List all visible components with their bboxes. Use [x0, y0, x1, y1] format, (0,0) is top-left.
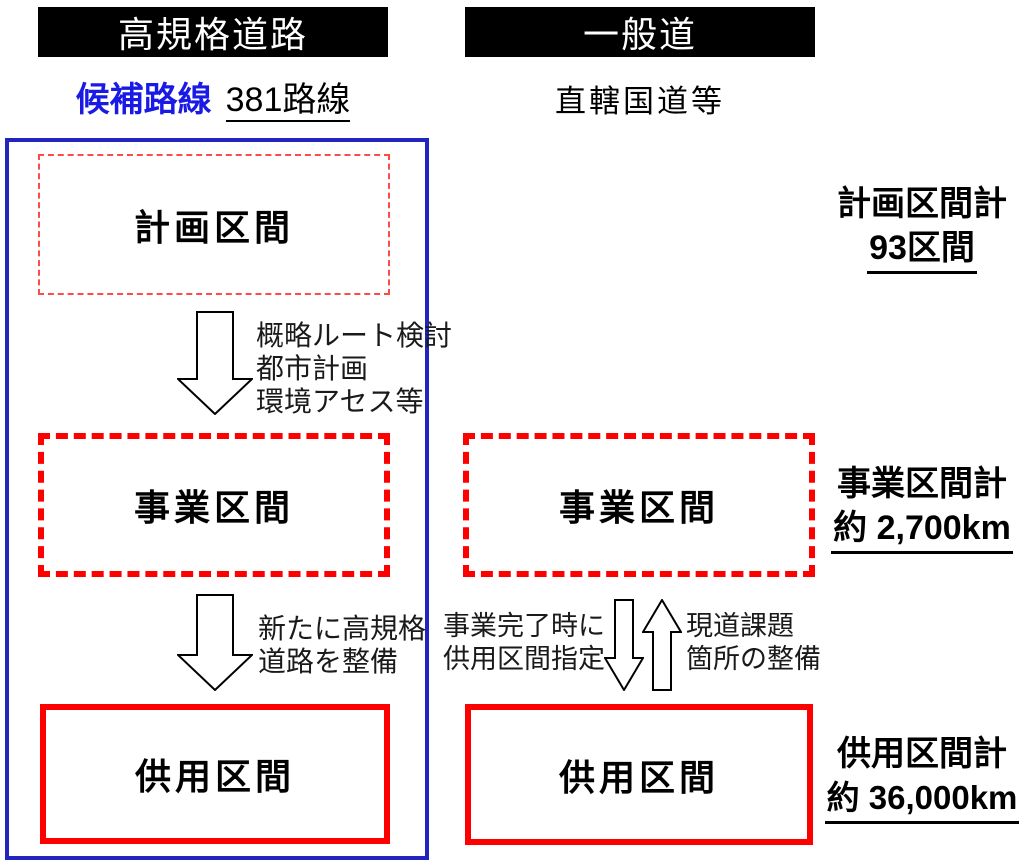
business-total-value: 約 2,700km [831, 508, 1013, 554]
business-section-label-middle: 事業区間 [558, 487, 719, 528]
service-section-box-left: 供用区間 [40, 704, 390, 844]
down-arrow-caption-line1: 事業完了時に [443, 611, 605, 641]
service-total-label: 供用区間計 [837, 735, 1007, 773]
header-general-road: 一般道 [465, 7, 815, 57]
up-arrow-caption: 現道課題 箇所の整備 [686, 610, 821, 676]
business-total: 事業区間計 約 2,700km [822, 464, 1022, 554]
arrow2-caption-line2: 道路を整備 [258, 647, 399, 678]
arrow1-caption-line2: 都市計画 [256, 354, 369, 385]
service-section-box-middle: 供用区間 [465, 704, 813, 845]
plan-total-label: 計画区間計 [837, 185, 1007, 223]
plan-section-box: 計画区間 [38, 154, 390, 295]
header-general-road-label: 一般道 [582, 14, 697, 55]
candidate-routes-line: 候補路線 381路線 [38, 72, 388, 122]
arrow2-caption-line1: 新たに高規格 [258, 614, 427, 645]
arrow1-caption-line1: 概略ルート検討 [256, 321, 453, 352]
arrow1-caption: 概略ルート検討 都市計画 環境アセス等 [256, 320, 452, 419]
down-arrow-icon [604, 599, 644, 691]
down-arrow-caption: 事業完了時に 供用区間指定 [443, 610, 605, 676]
down-arrow-icon [177, 311, 253, 415]
up-arrow-caption-line1: 現道課題 [686, 611, 794, 641]
candidate-routes-label: 候補路線 [75, 81, 212, 119]
service-total-value: 約 36,000km [824, 778, 1020, 824]
plan-total: 計画区間計 93区間 [822, 184, 1022, 274]
high-standard-road-frame [5, 138, 429, 860]
plan-section-label: 計画区間 [133, 206, 294, 248]
business-section-box-middle: 事業区間 [463, 433, 815, 577]
header-high-standard-road-label: 高規格道路 [117, 14, 308, 55]
business-section-label-left: 事業区間 [133, 487, 294, 528]
down-arrow-icon [177, 594, 253, 691]
arrow2-caption: 新たに高規格 道路を整備 [258, 613, 426, 679]
national-highway-label: 直轄国道等 [555, 84, 725, 119]
down-arrow-caption-line2: 供用区間指定 [443, 644, 605, 674]
arrow1-caption-line3: 環境アセス等 [256, 387, 424, 418]
up-arrow-caption-line2: 箇所の整備 [686, 644, 821, 674]
candidate-routes-count: 381路線 [225, 81, 351, 122]
plan-total-value: 93区間 [867, 228, 977, 274]
header-high-standard-road: 高規格道路 [38, 7, 388, 57]
service-section-label-middle: 供用区間 [558, 756, 719, 798]
business-total-label: 事業区間計 [837, 465, 1007, 503]
service-total: 供用区間計 約 36,000km [822, 734, 1022, 824]
service-section-label-left: 供用区間 [134, 756, 295, 797]
up-arrow-icon [642, 599, 682, 691]
business-section-box-left: 事業区間 [38, 433, 390, 577]
